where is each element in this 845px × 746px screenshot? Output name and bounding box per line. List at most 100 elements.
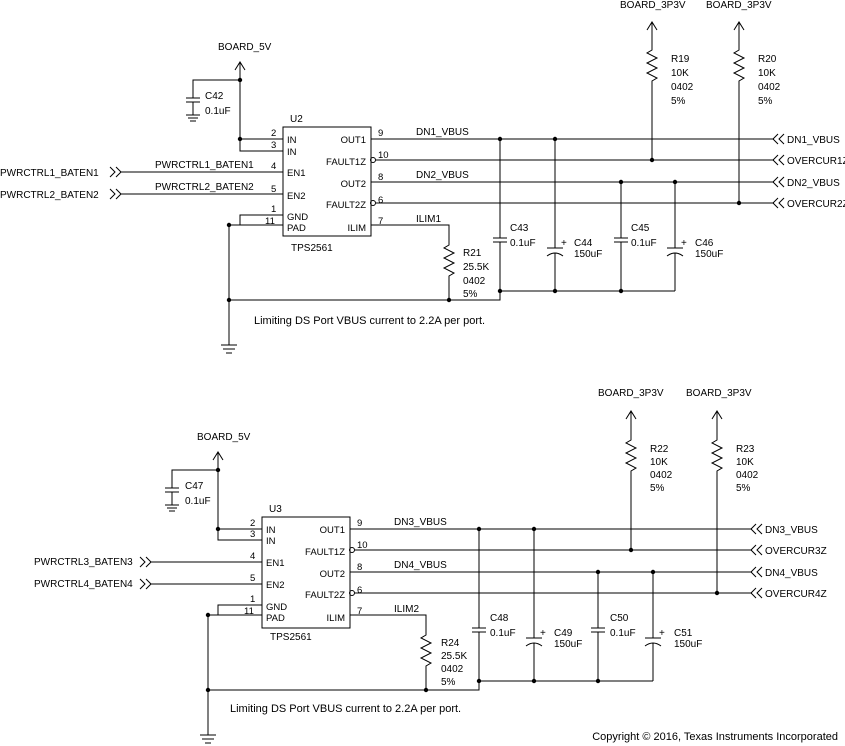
junction	[736, 200, 742, 206]
board-5v-label: BOARD_5V	[218, 42, 272, 53]
junction	[237, 77, 243, 83]
junction	[672, 179, 678, 185]
junction	[649, 157, 655, 163]
output-caps-2: C48 0.1uF + C49 150uF C50 0.1uF + C51 15…	[472, 526, 702, 684]
capacitor-icon	[614, 182, 628, 291]
c43-ref: C43	[510, 223, 529, 234]
port-overcur3z: OVERCUR3Z	[765, 546, 827, 557]
board-5v-label: BOARD_5V	[197, 432, 251, 443]
pin-name: EN1	[287, 168, 305, 179]
pin-name: EN2	[266, 580, 284, 591]
board-3p3v-label: BOARD_3P3V	[620, 0, 686, 11]
c46-ref: C46	[695, 238, 714, 249]
c51-ref: C51	[674, 628, 693, 639]
pin-number: 1	[271, 204, 276, 215]
open-drain-bubble	[349, 547, 355, 553]
pin-name: GND	[287, 212, 308, 223]
net-label: ILIM2	[394, 604, 419, 615]
ground-icon	[186, 114, 200, 122]
pin-number: 6	[357, 585, 362, 596]
pin-name: EN2	[287, 191, 305, 202]
gnd-wire	[228, 214, 501, 345]
capacitor-icon	[591, 572, 605, 681]
c46-value: 150uF	[695, 249, 723, 260]
resistor-icon	[350, 614, 433, 690]
pin-number: 9	[378, 128, 383, 139]
pin-name: FAULT1Z	[305, 547, 345, 558]
pin-name: FAULT2Z	[305, 590, 345, 601]
port-dn2-vbus: DN2_VBUS	[787, 178, 840, 189]
junction	[650, 569, 656, 575]
pin-name: PAD	[287, 223, 306, 234]
net-label: DN4_VBUS	[394, 560, 447, 571]
pin-number: 8	[357, 562, 362, 573]
pin-number: 3	[271, 140, 276, 151]
junction	[423, 687, 429, 693]
r21-ref: R21	[463, 248, 482, 259]
pin-number: 10	[357, 540, 368, 551]
net-label: PWRCTRL2_BATEN2	[155, 182, 254, 193]
r20-package: 0402	[758, 82, 781, 93]
ground-net-1: Limiting DS Port VBUS current to 2.2A pe…	[221, 214, 501, 354]
output-buses-2: DN3_VBUS DN4_VBUS DN3_VBUS OVERCUR3Z DN4…	[350, 517, 827, 600]
pin-name: OUT2	[341, 179, 366, 190]
copyright-notice: Copyright © 2016, Texas Instruments Inco…	[592, 731, 838, 743]
ic-u3-ref: U3	[269, 504, 282, 515]
net-label: DN3_VBUS	[394, 517, 447, 528]
pin-name: OUT1	[320, 525, 345, 536]
r19-value: 10K	[671, 68, 689, 79]
ic-u3: U3 TPS2561 IN IN EN1 EN2 GND PAD OUT1 FA…	[244, 504, 368, 643]
board-5v-supply-2: BOARD_5V	[197, 432, 262, 541]
resistor-icon	[645, 21, 659, 160]
off-page-en2-label: PWRCTRL2_BATEN2	[0, 190, 99, 201]
pin-name: IN	[266, 536, 276, 547]
c47-value: 0.1uF	[185, 496, 211, 507]
pin-number: 11	[265, 216, 275, 227]
off-page-en3-label: PWRCTRL3_BATEN3	[34, 557, 133, 568]
pin-number: 4	[271, 161, 276, 172]
r21-package: 0402	[463, 276, 486, 287]
off-page-connector-icon	[139, 556, 262, 568]
pullup-r22: BOARD_3P3V R22 10K 0402 5%	[598, 388, 673, 553]
pin-number: 7	[378, 216, 383, 227]
board-3p3v-label: BOARD_3P3V	[686, 388, 752, 399]
capacitor-c42: C42 0.1uF	[186, 77, 243, 122]
r22-value: 10K	[650, 457, 668, 468]
resistor-r24: ILIM2 R24 25.5K 0402 5%	[350, 604, 467, 693]
resistor-r21: ILIM1 R21 25.5K 0402 5%	[371, 214, 489, 303]
enable-inputs-1: PWRCTRL1_BATEN1 PWRCTRL2_BATEN2 PWRCTRL1…	[0, 160, 283, 201]
c49-value: 150uF	[554, 639, 582, 650]
resistor-icon	[710, 410, 724, 593]
capacitor-c47: C47 0.1uF	[165, 467, 221, 512]
c42-ref: C42	[205, 91, 224, 102]
pin-number: 4	[250, 551, 255, 562]
pin-number: 3	[250, 529, 255, 540]
pin-number: 10	[378, 150, 389, 161]
resistor-icon	[371, 224, 456, 300]
r19-ref: R19	[671, 54, 690, 65]
r23-tol: 5%	[736, 483, 751, 494]
r22-ref: R22	[650, 444, 669, 455]
board-5v-net	[234, 61, 283, 152]
c44-ref: C44	[574, 238, 593, 249]
board-3p3v-label: BOARD_3P3V	[706, 0, 772, 11]
c48-ref: C48	[490, 613, 509, 624]
r24-package: 0402	[441, 664, 464, 675]
ic-u2-ref: U2	[290, 114, 303, 125]
net-label: ILIM1	[416, 214, 441, 225]
port-dn3-vbus: DN3_VBUS	[765, 525, 818, 536]
off-page-connector-icon	[750, 587, 763, 599]
pin-name: PAD	[266, 613, 285, 624]
board-5v-net	[212, 451, 262, 541]
off-page-connector-icon	[109, 166, 283, 178]
junction	[497, 136, 503, 142]
r21-tol: 5%	[463, 289, 478, 300]
r22-tol: 5%	[650, 483, 665, 494]
polarized-capacitor-icon	[644, 572, 662, 681]
junction	[237, 136, 243, 142]
pin-name: OUT1	[341, 135, 366, 146]
off-page-connector-icon	[772, 197, 785, 209]
polarized-capacitor-icon	[546, 139, 564, 291]
ic-u3-part: TPS2561	[270, 632, 312, 643]
